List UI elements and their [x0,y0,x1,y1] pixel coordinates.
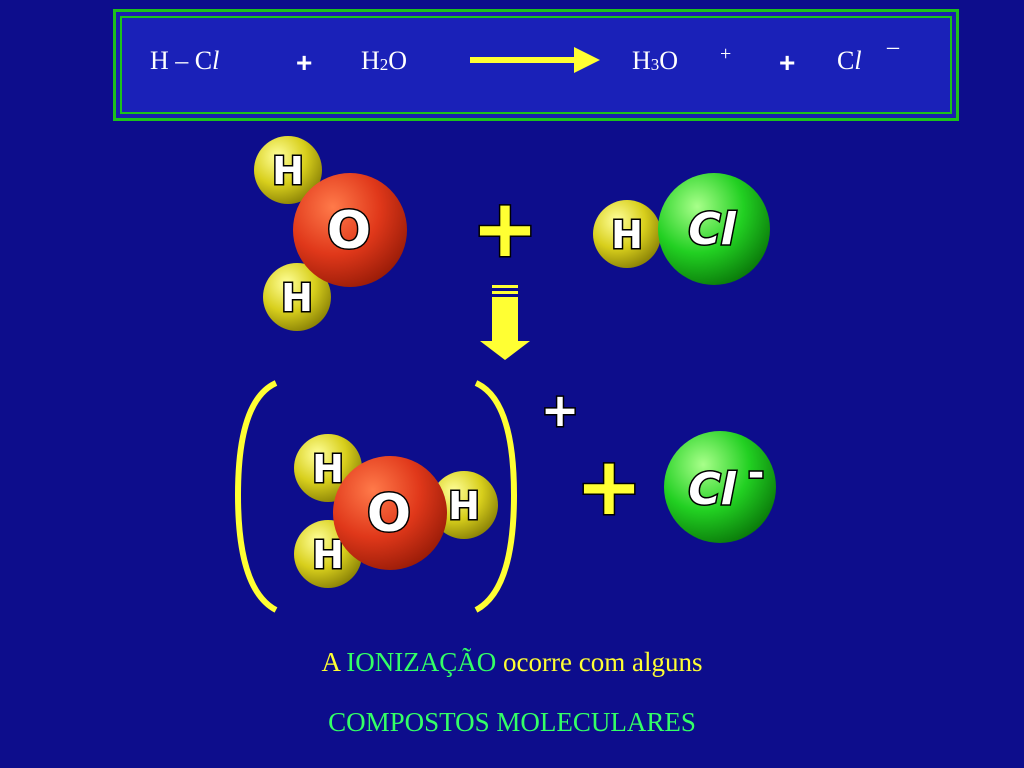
hcl-hydrogen [593,200,661,268]
equation-reactant-hcl: H – Cl [150,46,220,75]
hcl-chlorine-label: Cl [688,204,736,255]
hydronium-hydrogen-bottom-label: H [312,533,344,577]
water-hydrogen-bottom-label: H [281,276,313,320]
caption-highlight: IONIZAÇÃO [346,647,497,677]
water-hydrogen-top-label: H [272,149,304,193]
hydronium-oxygen [333,456,447,570]
hcl-chlorine [658,173,770,285]
water-hydrogen-top [254,136,322,204]
equation-frame [113,9,959,121]
left-bracket [234,380,278,613]
reactants-plus: + [471,182,538,275]
hydronium-hydrogen-top-label: H [312,447,344,491]
equation-reactant-water: H2O [361,46,408,75]
equation-plus-1: + [296,47,313,78]
products-plus: + [575,440,642,533]
caption-line-1-end: ocorre com alguns [496,647,703,677]
equation-panel [122,18,950,112]
chloride-charge-label: – [887,34,899,60]
hydronium-ion: H H H O [294,434,498,588]
caption-line-1: A IONIZAÇÃO ocorre com alguns [0,646,1024,678]
water-oxygen [293,173,407,287]
hcl-hydrogen-label: H [611,213,643,257]
hydronium-charge: + [541,383,580,437]
equation-product-hydronium: H3O [632,46,679,75]
chloride-charge: - [748,450,765,496]
caption-line-2: COMPOSTOS MOLECULARES [328,707,696,737]
caption-line-1-start: A [321,647,347,677]
water-molecule: H H O [254,136,407,331]
hydronium-charge-label: + [720,43,732,65]
chloride-ion: Cl - [664,431,776,543]
down-arrow-icon [480,285,530,360]
hydronium-hydrogen-right [430,471,498,539]
hcl-molecule: H Cl [593,173,770,285]
hydronium-oxygen-label: O [367,484,411,544]
equation-product-chloride: Cl [837,46,862,75]
chloride-chlorine [664,431,776,543]
water-hydrogen-bottom [263,263,331,331]
equation-plus-2: + [779,47,796,78]
chloride-chlorine-label: Cl [688,464,736,515]
right-bracket [474,380,518,613]
hydronium-hydrogen-right-label: H [448,484,480,528]
reaction-arrow [470,47,600,73]
water-oxygen-label: O [327,201,371,261]
